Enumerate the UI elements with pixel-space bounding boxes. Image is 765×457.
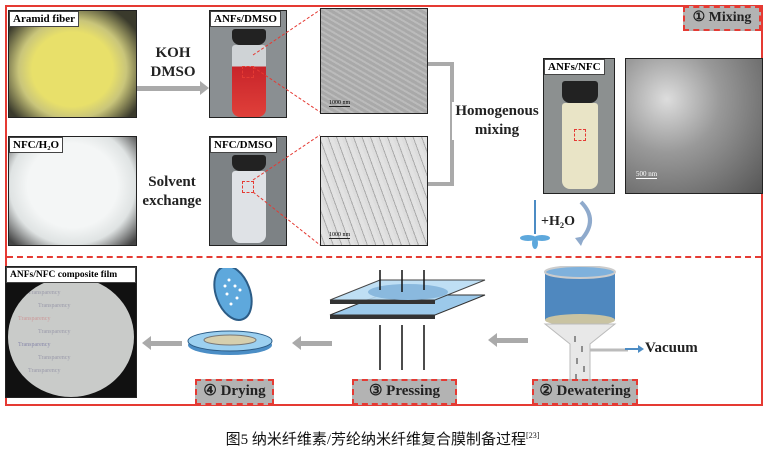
anfs-dmso-photo: ANFs/DMSO <box>209 10 287 118</box>
tem-image-anfs: 1000 nm <box>320 8 428 114</box>
scale-bar: 1000 nm <box>329 232 351 239</box>
arrow-left-icon <box>292 336 332 350</box>
pressing-plates-icon <box>329 270 486 370</box>
zoom-region <box>242 66 254 78</box>
step-mixing-label: ① Mixing <box>683 6 761 31</box>
arrow-left-icon <box>488 333 528 347</box>
zoom-lines <box>252 134 321 246</box>
zoom-region <box>242 181 254 193</box>
anfs-nfc-label: ANFs/NFC <box>544 59 605 75</box>
koh-dmso-text: KOH DMSO <box>140 44 206 82</box>
watermark-text: Transparency <box>18 342 51 348</box>
step-dewatering-label: ② Dewatering <box>532 379 638 405</box>
drying-dish-icon <box>187 268 273 355</box>
watermark-text: Transparency <box>38 303 71 309</box>
anfs-nfc-photo: ANFs/NFC <box>543 58 615 194</box>
tem-image-nfc: 1000 nm <box>320 136 428 246</box>
caption-text: 图5 纳米纤维素/芳纶纳米纤维复合膜制备过程 <box>225 432 527 448</box>
watermark-text: Transparency <box>38 355 71 361</box>
vial-clear-solution <box>232 171 266 243</box>
film-disc: Transparency Transparency Transparency T… <box>8 277 134 397</box>
watermark-text: Transparency <box>28 290 61 296</box>
nfc-dmso-photo: NFC/DMSO <box>209 136 287 246</box>
arrow-left-icon <box>142 336 182 350</box>
section-divider <box>7 256 761 258</box>
zoom-region <box>574 129 586 141</box>
stirrer-icon <box>520 200 592 249</box>
solvent-exchange-text: Solvent exchange <box>136 173 208 211</box>
koh-text: KOH <box>155 45 191 61</box>
composite-film-photo: Transparency Transparency Transparency T… <box>5 266 137 398</box>
exchange-text: exchange <box>142 193 202 209</box>
film-label: ANFs/NFC composite film <box>6 267 136 283</box>
scale-bar: 1000 nm <box>329 100 351 107</box>
aramid-label: Aramid fiber <box>9 11 80 27</box>
vial-cap <box>562 81 598 103</box>
watermark-text: Transparency <box>28 368 61 374</box>
nfc-h2o-photo: NFC/H₂O <box>8 136 137 246</box>
dmso-text: DMSO <box>150 64 196 80</box>
mixing-text: mixing <box>474 122 520 138</box>
figure-frame <box>5 5 763 406</box>
arrow-right-icon <box>137 81 209 95</box>
step-pressing-label: ③ Pressing <box>352 379 457 405</box>
step-drying-label: ④ Drying <box>195 379 274 405</box>
vial-red-solution <box>232 45 266 117</box>
vacuum-funnel-icon <box>543 266 628 384</box>
vacuum-label: Vacuum <box>645 340 698 356</box>
aramid-fiber-photo: Aramid fiber <box>8 10 137 118</box>
nfc-dmso-label: NFC/DMSO <box>210 137 277 153</box>
watermark-text: Transparency <box>18 316 51 322</box>
nfc-h2o-label: NFC/H₂O <box>9 137 64 153</box>
anfs-dmso-label: ANFs/DMSO <box>210 11 281 27</box>
tem-image-composite: 500 nm <box>625 58 763 194</box>
homogenous-mixing-text: Homogenous mixing <box>452 102 542 140</box>
solvent-text: Solvent <box>148 174 196 190</box>
figure-caption: 图5 纳米纤维素/芳纶纳米纤维复合膜制备过程[23] <box>0 428 765 449</box>
vial-cap <box>232 29 266 45</box>
vial-yellow-solution <box>562 103 598 189</box>
caption-ref: [23] <box>526 431 540 440</box>
zoom-lines <box>252 9 321 113</box>
scale-bar: 500 nm <box>636 170 658 179</box>
watermark-text: Transparency <box>38 329 71 335</box>
homogenous-text: Homogenous <box>455 103 539 119</box>
add-water-text: +H₂O <box>541 214 575 229</box>
vacuum-arrow-icon <box>625 345 644 353</box>
vial-cap <box>232 155 266 171</box>
